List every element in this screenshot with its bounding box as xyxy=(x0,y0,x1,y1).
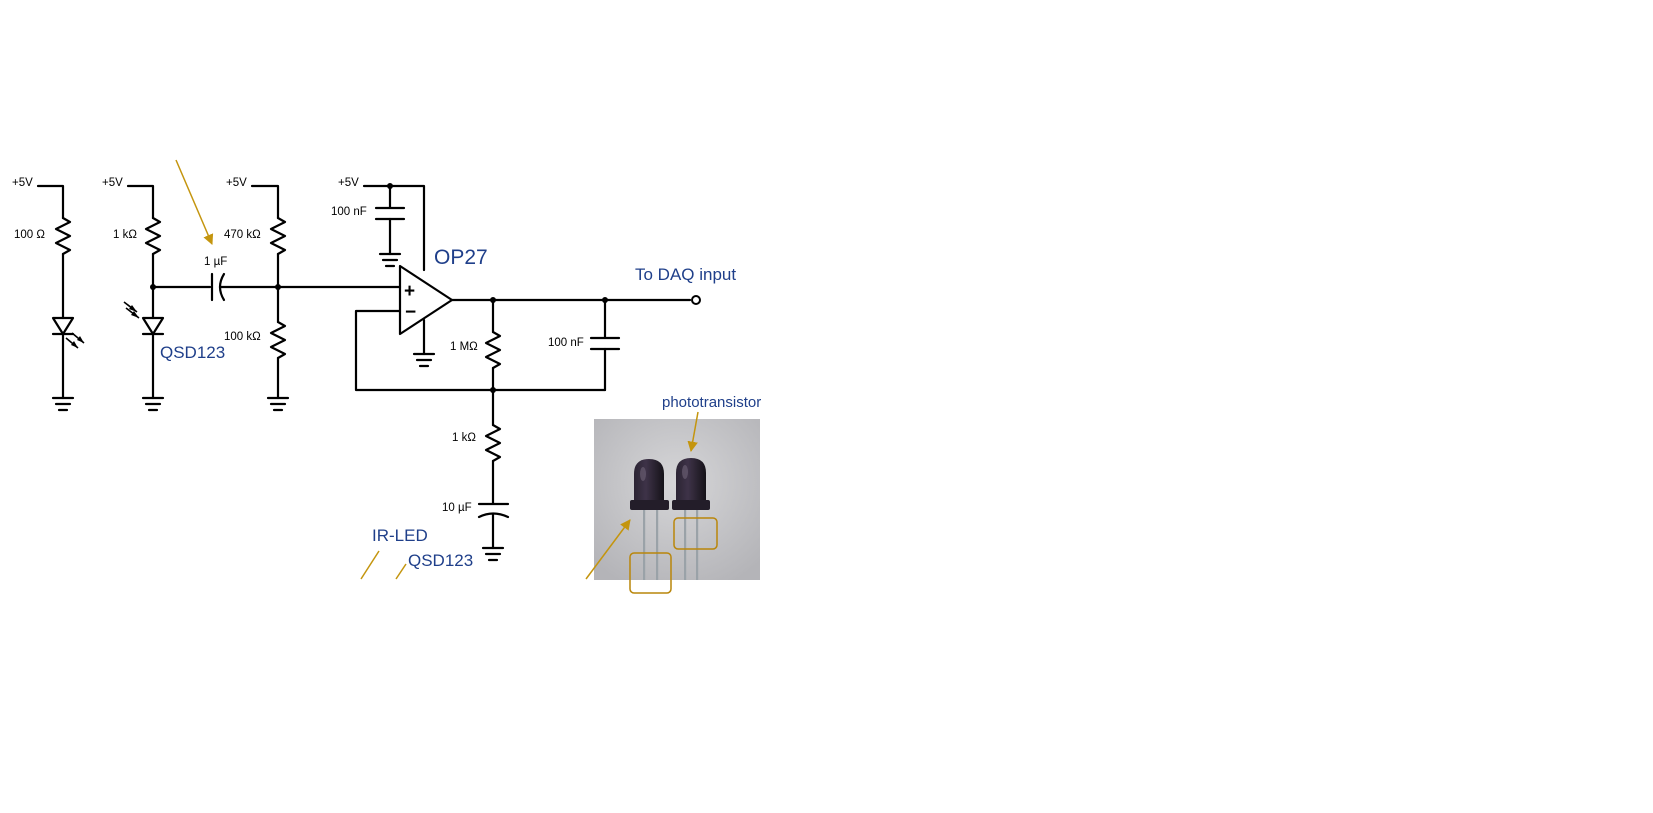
phototransistor-part-label: QSD123 xyxy=(160,343,225,362)
gain-capacitor-label: 10 µF xyxy=(442,502,472,514)
bias-divider: +5V 470 kΩ 100 kΩ xyxy=(224,177,290,412)
opamp-plus-sign: + xyxy=(404,281,415,302)
resistor-bias-top xyxy=(269,216,287,256)
resistor-bias-bottom-label: 100 kΩ xyxy=(224,331,261,343)
supply-label-opamp: +5V xyxy=(338,177,359,189)
resistor-pt-label: 1 kΩ xyxy=(113,229,137,241)
coupling-capacitor-label: 1 µF xyxy=(204,256,227,268)
ir-led-caption: IR-LED xyxy=(372,526,428,545)
opamp: + − OP27 xyxy=(398,246,488,336)
supply-label-led: +5V xyxy=(12,177,33,189)
qsd123-caption: QSD123 xyxy=(408,551,473,570)
annotation-arrow-coupling xyxy=(175,159,214,245)
opamp-supply: +5V 100 nF xyxy=(331,177,436,368)
opamp-label: OP27 xyxy=(434,246,488,269)
phototransistor-branch: +5V 1 kΩ QSD123 xyxy=(102,177,225,412)
annotation-arrow-phototransistor xyxy=(687,411,699,453)
resistor-led xyxy=(54,216,72,256)
resistor-led-label: 100 Ω xyxy=(14,229,45,241)
ground-icon xyxy=(412,352,436,368)
ground-icon xyxy=(51,396,75,412)
ir-led-branch: +5V 100 Ω xyxy=(12,177,85,412)
coupling-capacitor: 1 µF xyxy=(151,256,280,302)
resistor-gain-label: 1 kΩ xyxy=(452,432,476,444)
phototransistor-photo xyxy=(672,458,710,580)
phototransistor-symbol-icon xyxy=(123,301,165,336)
ground-icon xyxy=(378,252,402,268)
ground-icon xyxy=(481,546,505,562)
supply-label-pt: +5V xyxy=(102,177,123,189)
daq-output-label: To DAQ input xyxy=(635,265,736,284)
gain-leg: 1 kΩ 10 µF xyxy=(442,388,510,562)
feedback-capacitor-label: 100 nF xyxy=(548,337,584,349)
daq-output-terminal[interactable] xyxy=(691,295,701,305)
component-photo xyxy=(594,419,760,594)
resistor-gain xyxy=(484,423,502,463)
resistor-bias-bottom xyxy=(269,320,287,360)
resistor-feedback-label: 1 MΩ xyxy=(450,341,478,353)
feedback-network: 1 MΩ 100 nF xyxy=(354,298,621,393)
resistor-pt xyxy=(144,216,162,256)
supply-capacitor-label: 100 nF xyxy=(331,206,367,218)
ground-icon xyxy=(266,396,290,412)
supply-label-bias: +5V xyxy=(226,177,247,189)
ir-led-photo xyxy=(630,459,669,580)
annotation-line-irled xyxy=(360,550,380,580)
ir-led-symbol-icon xyxy=(51,316,85,349)
annotation-arrow-irled xyxy=(585,519,631,580)
opamp-minus-sign: − xyxy=(405,302,416,323)
phototransistor-caption: phototransistor xyxy=(662,394,761,411)
resistor-bias-top-label: 470 kΩ xyxy=(224,229,261,241)
resistor-feedback xyxy=(484,330,502,370)
annotation-line-qsd xyxy=(395,563,407,580)
ground-icon xyxy=(141,396,165,412)
